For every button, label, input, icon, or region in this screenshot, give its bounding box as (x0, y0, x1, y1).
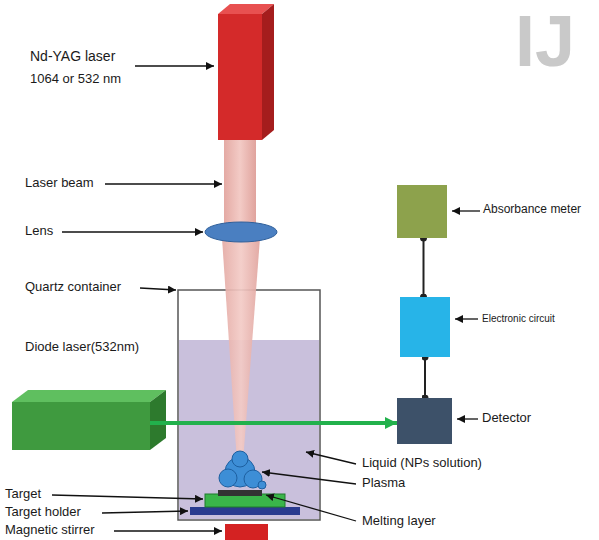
melting-layer (218, 490, 262, 496)
device-label: Diode laser(532nm) (25, 340, 139, 355)
laser-box: Diode laser(532nm) (12, 402, 150, 450)
magnetic-stirrer (225, 524, 268, 540)
device-label: Absorbance meter (483, 203, 581, 217)
target-holder (190, 507, 300, 515)
signal-wire (423, 238, 425, 297)
part-label: Target (5, 487, 41, 502)
part-label: Laser beam (25, 176, 94, 191)
laser-beam (224, 140, 256, 230)
detector-box: Detector (397, 398, 452, 444)
part-label: Magnetic stirrer (5, 523, 95, 538)
meter-box: Absorbance meter (397, 185, 447, 238)
part-label: Quartz container (25, 280, 121, 295)
focused-beam (222, 238, 260, 462)
nd-yag-laser (218, 4, 274, 140)
part-label: Melting layer (362, 514, 436, 529)
probe-beam (150, 421, 397, 425)
plasma (219, 451, 266, 489)
watermark: IJ (515, 0, 575, 83)
part-label: Plasma (362, 476, 405, 491)
signal-wire (424, 357, 426, 398)
part-label: Liquid (NPs solution) (362, 456, 482, 471)
device-label: Detector (482, 411, 531, 426)
part-label: Target holder (5, 505, 81, 520)
device-label: Electronic circuit (482, 313, 555, 325)
lens (205, 222, 277, 242)
part-label: Lens (25, 224, 53, 239)
part-label: 1064 or 532 nm (30, 72, 121, 87)
circuit-box: Electronic circuit (400, 297, 450, 357)
part-label: Nd-YAG laser (30, 48, 115, 64)
diode-laser-body (12, 390, 166, 450)
